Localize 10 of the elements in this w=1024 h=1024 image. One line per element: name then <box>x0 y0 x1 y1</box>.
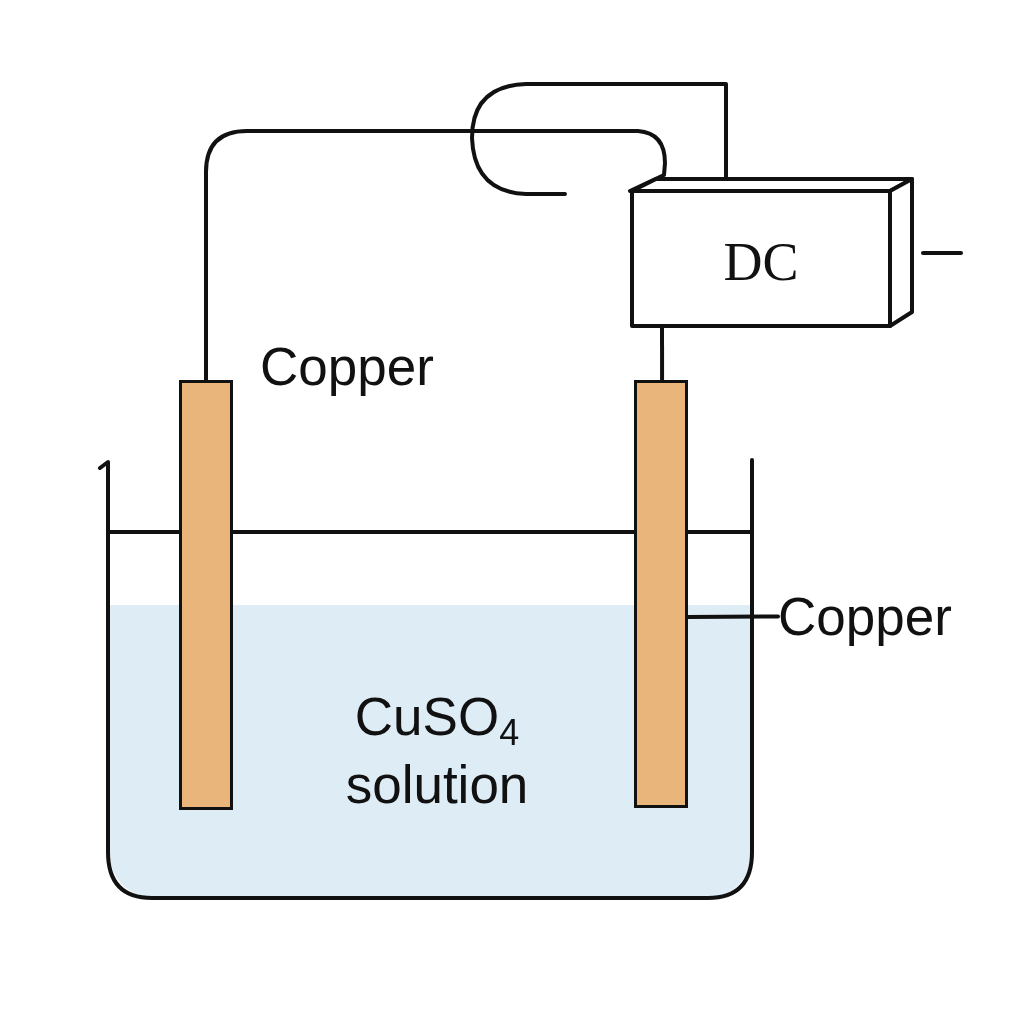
electrode-label: Copper <box>778 586 952 647</box>
wire <box>660 326 665 382</box>
wire <box>204 129 667 382</box>
solution-label: CuSO$_{4}$ solution <box>344 686 530 816</box>
electrode-label: Copper <box>260 336 434 397</box>
wire <box>470 82 728 196</box>
power-supply-label: DC <box>722 232 800 292</box>
copper-electrode <box>179 380 233 810</box>
leader-line <box>686 614 780 620</box>
copper-electrode <box>634 380 688 808</box>
